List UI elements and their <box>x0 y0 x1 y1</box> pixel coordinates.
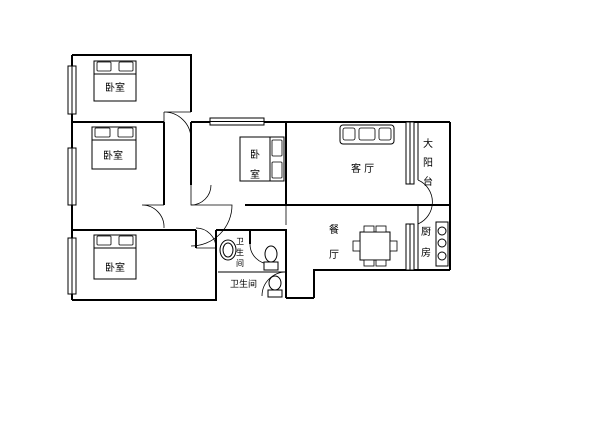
toilet-main-bath <box>267 275 283 298</box>
door-corridor <box>190 204 233 247</box>
bed-bottom-left <box>93 234 137 280</box>
door-balcony-kitchen <box>417 179 433 225</box>
label-dining-2: 厅 <box>329 250 339 261</box>
label-balcony-2: 阳 <box>423 157 433 169</box>
label-dining-1: 餐 <box>329 223 339 236</box>
label-bath-small-1: 卫 <box>236 237 244 246</box>
stove <box>435 221 449 267</box>
label-bedroom-bottom-left: 卧室 <box>105 261 125 274</box>
label-balcony-1: 大 <box>423 137 433 150</box>
label-bedroom-top-left: 卧室 <box>105 81 125 94</box>
label-balcony-3: 台 <box>423 175 433 188</box>
label-kitchen-2: 房 <box>421 246 431 259</box>
bed-mid-left <box>91 126 137 170</box>
door-mid-left-bedroom <box>141 204 165 229</box>
door-top-left-bedroom <box>163 111 192 139</box>
door-bottom-left-bedroom <box>195 227 217 249</box>
room-labels: 卧室 卧室 卧室 卧 室 客 厅 大 阳 台 餐 厅 厨 房 卫 生 间 卫生间 <box>103 81 433 290</box>
label-bedroom-center-2: 室 <box>250 168 260 181</box>
label-kitchen-1: 厨 <box>421 226 431 238</box>
label-living-room: 客 厅 <box>351 162 374 175</box>
bed-center <box>239 136 285 182</box>
door-center-bedroom-1 <box>190 184 212 206</box>
windows <box>67 65 415 295</box>
label-bath-main: 卫生间 <box>230 278 257 290</box>
dining-table <box>352 225 398 267</box>
door-bathroom-main <box>261 271 287 297</box>
sink-small-bath <box>219 239 237 261</box>
label-bath-small-2: 生 <box>236 247 244 257</box>
bed-top-left <box>93 60 137 102</box>
toilet-small-bath <box>263 245 279 271</box>
label-bedroom-mid-left: 卧室 <box>103 149 123 162</box>
sofa <box>339 124 395 145</box>
label-bath-small-3: 间 <box>236 259 244 268</box>
label-bedroom-center-1: 卧 <box>250 148 260 161</box>
